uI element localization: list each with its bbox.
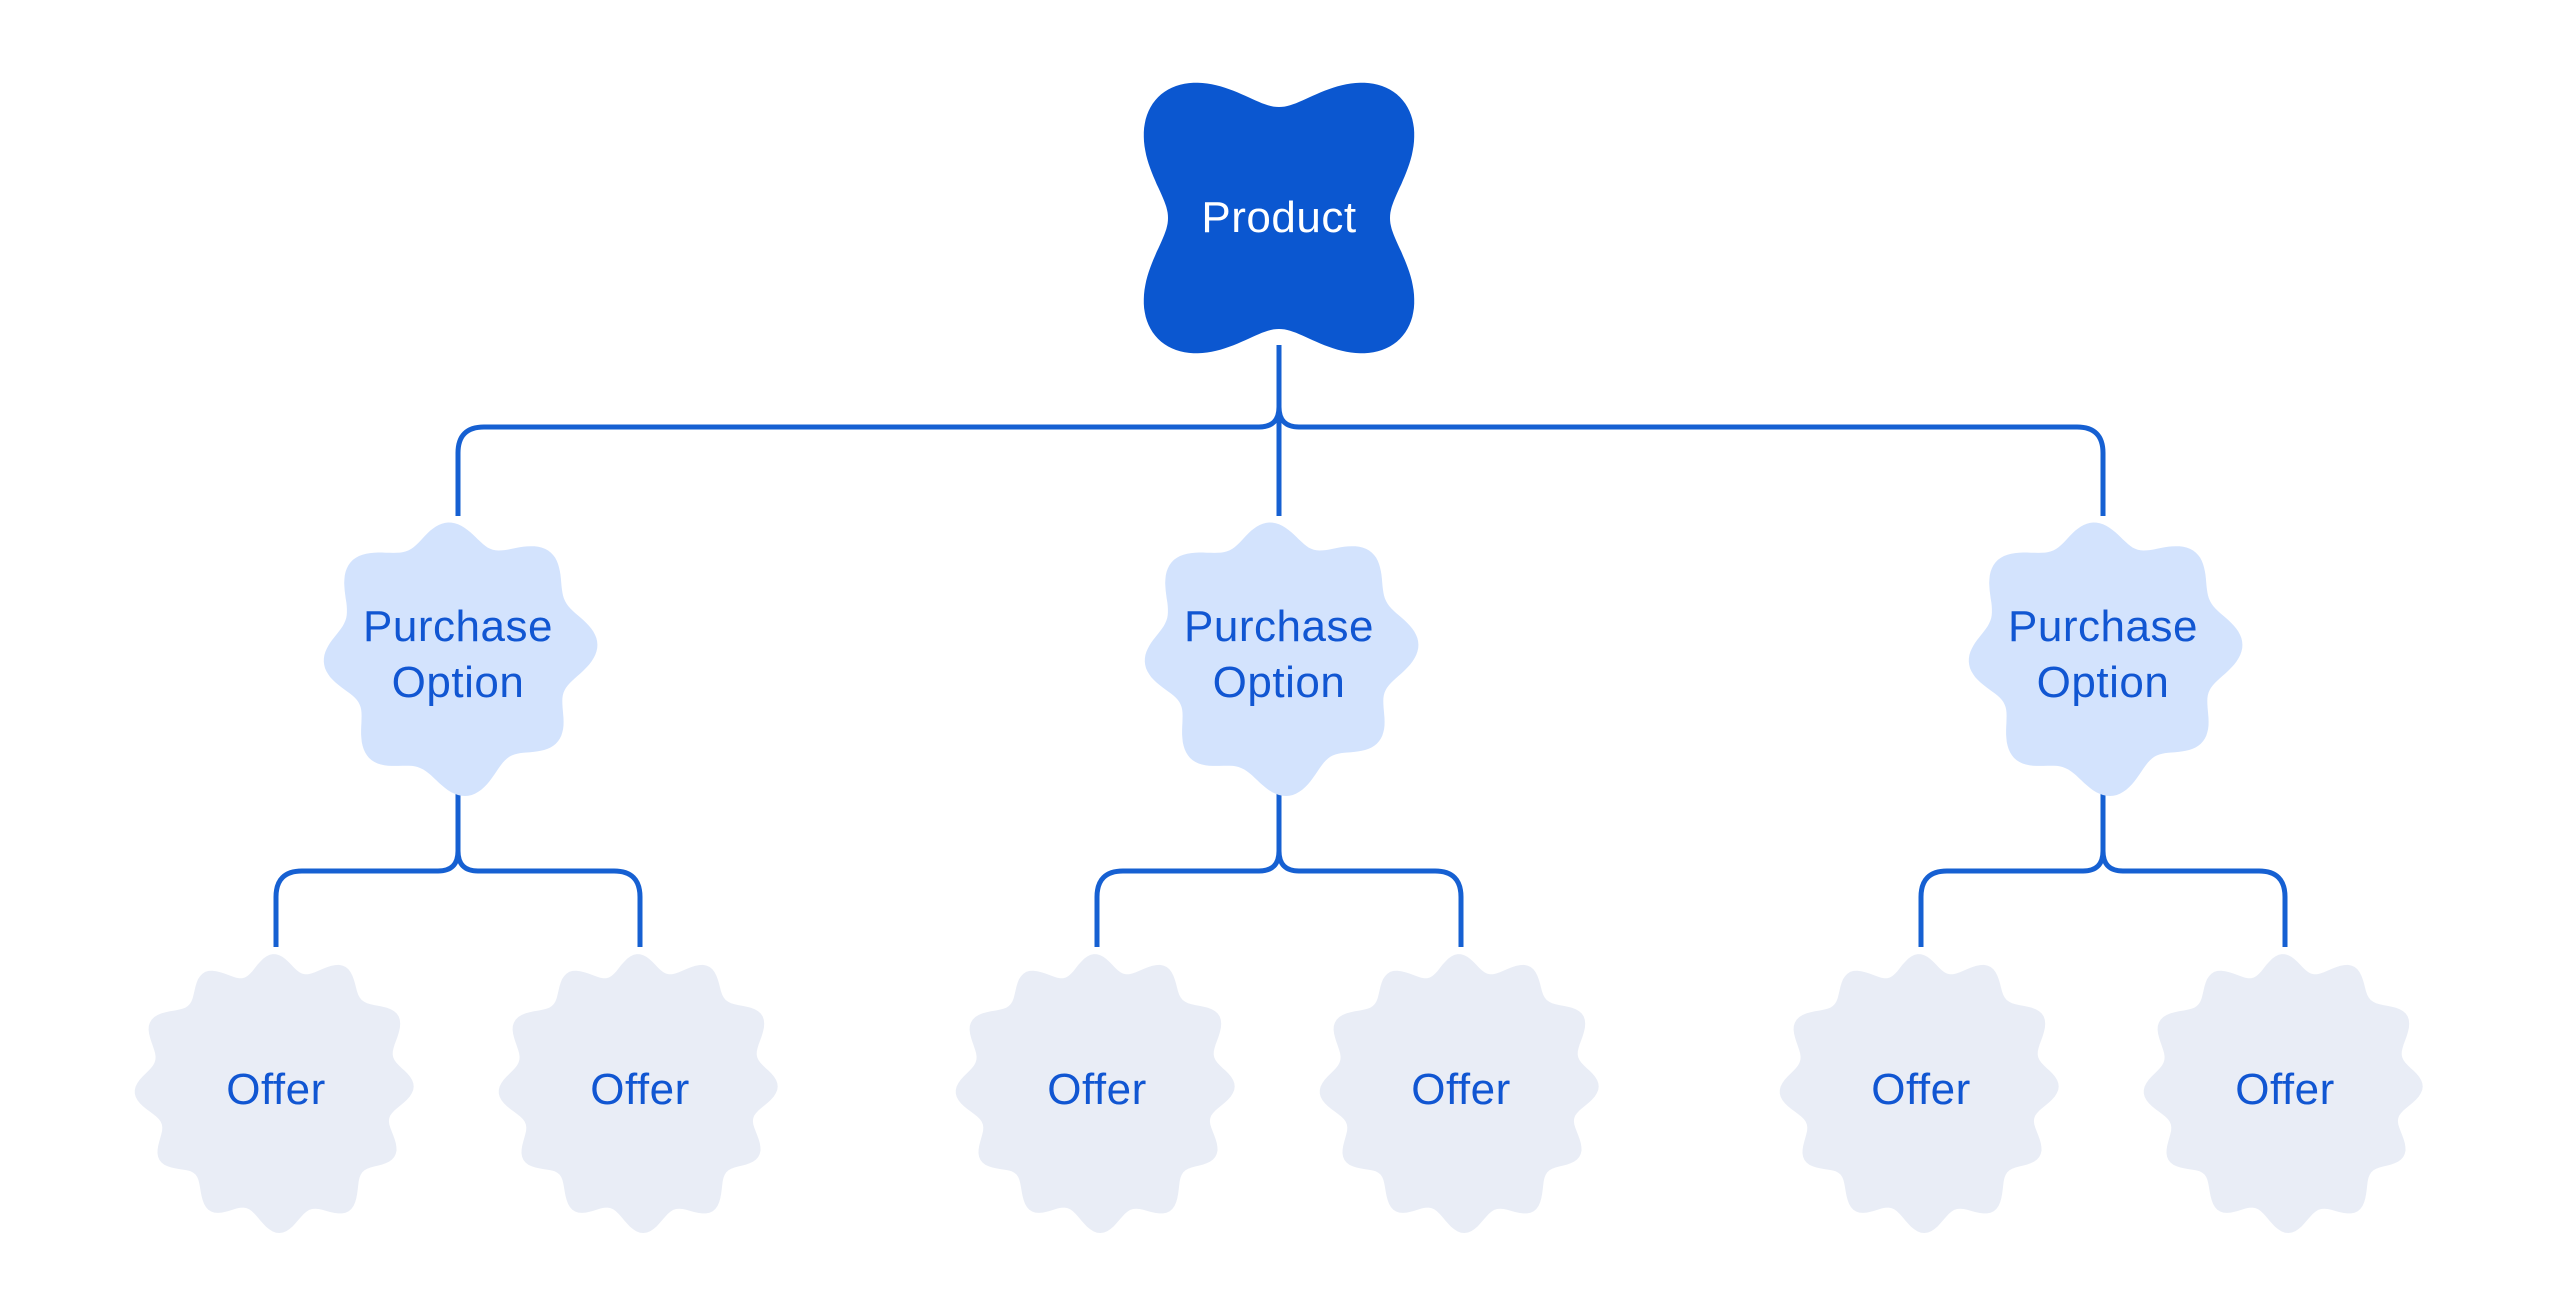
blob-shape <box>498 954 778 1233</box>
blob-shape <box>1779 954 2059 1233</box>
purchase-option-node-2: Purchase Option <box>1119 495 1439 815</box>
offer-label: Offer <box>2235 1065 2335 1115</box>
product-node-label: Product <box>1201 193 1357 243</box>
blob-shape <box>134 954 414 1233</box>
purchase-option-label: Purchase Option <box>2008 602 2198 707</box>
offer-node-4: Offer <box>1301 930 1621 1250</box>
blob-shape <box>1144 522 1419 796</box>
purchase-option-node-3: Purchase Option <box>1943 495 2263 815</box>
purchase-option-node-1: Purchase Option <box>298 495 618 815</box>
offer-node-1: Offer <box>116 930 436 1250</box>
offer-label: Offer <box>590 1065 690 1115</box>
offer-node-2: Offer <box>480 930 800 1250</box>
blob-shape <box>1968 522 2243 796</box>
offer-label: Offer <box>226 1065 326 1115</box>
purchase-option-label: Purchase Option <box>363 602 553 707</box>
blob-shape <box>2143 954 2423 1233</box>
blob-shape <box>1143 82 1415 354</box>
offer-node-6: Offer <box>2125 930 2445 1250</box>
offer-node-3: Offer <box>937 930 1257 1250</box>
product-node: Product <box>1119 58 1439 378</box>
offer-label: Offer <box>1411 1065 1511 1115</box>
blob-shape <box>955 954 1235 1233</box>
offer-node-5: Offer <box>1761 930 2081 1250</box>
offer-label: Offer <box>1047 1065 1147 1115</box>
offer-label: Offer <box>1871 1065 1971 1115</box>
blob-shape <box>1319 954 1599 1233</box>
blob-shape <box>323 522 598 796</box>
purchase-option-label: Purchase Option <box>1184 602 1374 707</box>
